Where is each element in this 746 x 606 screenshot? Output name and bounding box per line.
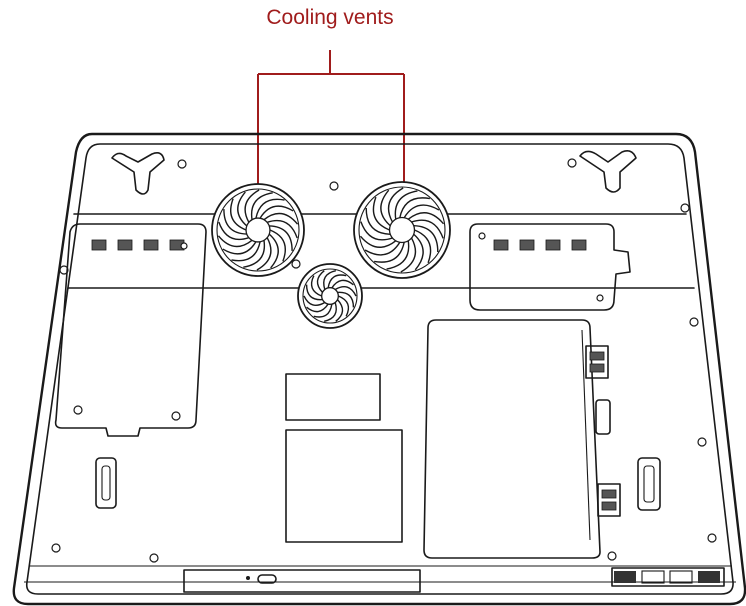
cooling-vents-label: Cooling vents	[266, 6, 394, 29]
battery-latch-middle	[595, 399, 611, 435]
rubber-foot-left	[111, 152, 165, 195]
rubber-foot-right	[579, 150, 637, 193]
screws	[51, 158, 717, 563]
label-plate-upper	[285, 373, 381, 421]
memory-cover-right	[469, 223, 631, 311]
cooling-fan-center	[297, 263, 363, 329]
battery-latch-lower	[597, 483, 621, 517]
cooling-fan-left	[211, 183, 305, 277]
battery-latch-upper	[585, 345, 609, 379]
cooling-fan-right	[353, 181, 451, 279]
callout-bracket	[257, 50, 405, 194]
optical-drive-tray	[183, 569, 421, 593]
grip-slot-right	[637, 457, 661, 511]
battery-pack	[423, 319, 601, 559]
front-switches	[611, 567, 725, 587]
memory-cover-left	[54, 223, 207, 437]
label-plate-lower	[285, 429, 403, 543]
grip-slot-left	[95, 457, 117, 509]
